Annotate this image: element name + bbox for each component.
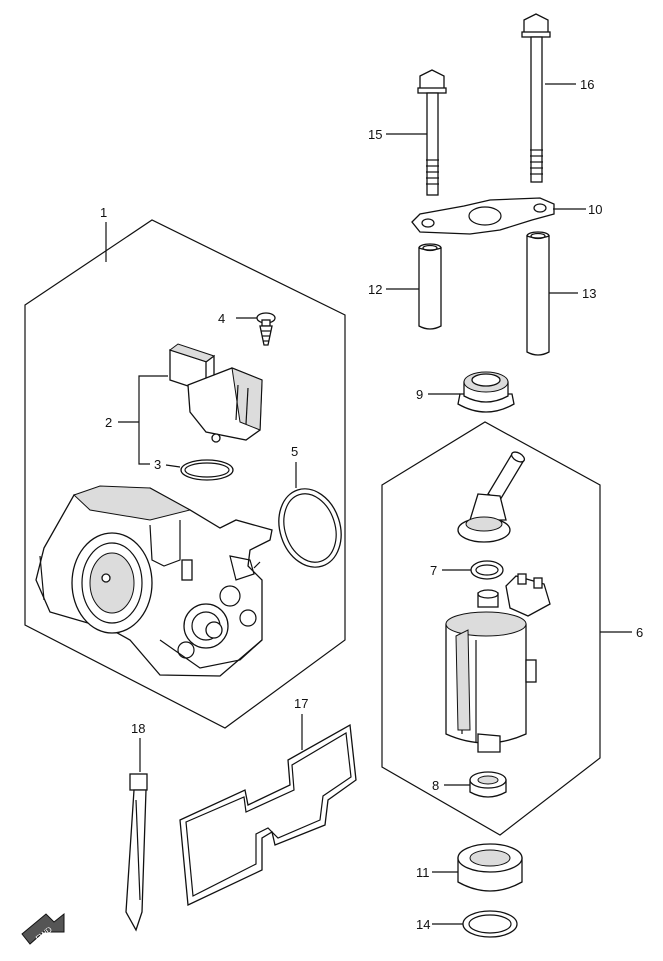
callout-label-16[interactable]: 16 bbox=[580, 77, 594, 92]
callout-label-4[interactable]: 4 bbox=[218, 311, 225, 326]
part-17-pad[interactable] bbox=[179, 723, 357, 906]
fuel-pump-body bbox=[445, 573, 551, 753]
part-5-gasket[interactable] bbox=[269, 481, 351, 576]
callout-label-14[interactable]: 14 bbox=[416, 917, 430, 932]
callout-label-3[interactable]: 3 bbox=[154, 457, 161, 472]
callout-label-7[interactable]: 7 bbox=[430, 563, 437, 578]
callout-label-18[interactable]: 18 bbox=[131, 721, 145, 736]
part-12-sleeve[interactable] bbox=[418, 243, 442, 330]
callout-label-9[interactable]: 9 bbox=[416, 387, 423, 402]
callout-label-13[interactable]: 13 bbox=[582, 286, 596, 301]
part-7-o-ring[interactable] bbox=[470, 560, 504, 580]
fwd-direction-badge: FWD bbox=[21, 912, 65, 945]
part-16-long-bolt[interactable] bbox=[521, 13, 551, 183]
part-11-cushion[interactable] bbox=[457, 843, 523, 892]
callout-label-10[interactable]: 10 bbox=[588, 202, 602, 217]
callout-label-12[interactable]: 12 bbox=[368, 282, 382, 297]
part-14-o-ring[interactable] bbox=[462, 910, 518, 938]
callout-label-17[interactable]: 17 bbox=[294, 696, 308, 711]
part-15-bolt[interactable] bbox=[417, 69, 447, 196]
part-18-cable-tie[interactable] bbox=[125, 773, 148, 932]
part-8-seal[interactable] bbox=[469, 771, 507, 798]
callout-label-11[interactable]: 11 bbox=[416, 865, 430, 880]
callout-label-5[interactable]: 5 bbox=[291, 444, 298, 459]
part-10-plate[interactable] bbox=[411, 197, 555, 235]
part-4-screw[interactable] bbox=[236, 312, 276, 346]
leader-line-2 bbox=[138, 375, 168, 465]
callout-label-15[interactable]: 15 bbox=[368, 127, 382, 142]
callout-label-1[interactable]: 1 bbox=[100, 205, 107, 220]
part-3-o-ring[interactable] bbox=[180, 459, 234, 481]
part-3-o-ring-inner bbox=[184, 462, 230, 478]
callout-label-6[interactable]: 6 bbox=[636, 625, 643, 640]
throttle-body bbox=[35, 485, 273, 677]
callout-label-2[interactable]: 2 bbox=[105, 415, 112, 430]
part-13-sleeve[interactable] bbox=[526, 231, 550, 356]
fuel-pump-outlet-fitting bbox=[457, 451, 526, 543]
leader-line-3 bbox=[165, 464, 181, 468]
callout-label-8[interactable]: 8 bbox=[432, 778, 439, 793]
assembly-1-outline bbox=[24, 219, 346, 729]
part-2-throttle-position-sensor[interactable] bbox=[168, 343, 263, 443]
part-9-grommet[interactable] bbox=[457, 371, 515, 413]
assembly-6-outline bbox=[381, 421, 601, 836]
